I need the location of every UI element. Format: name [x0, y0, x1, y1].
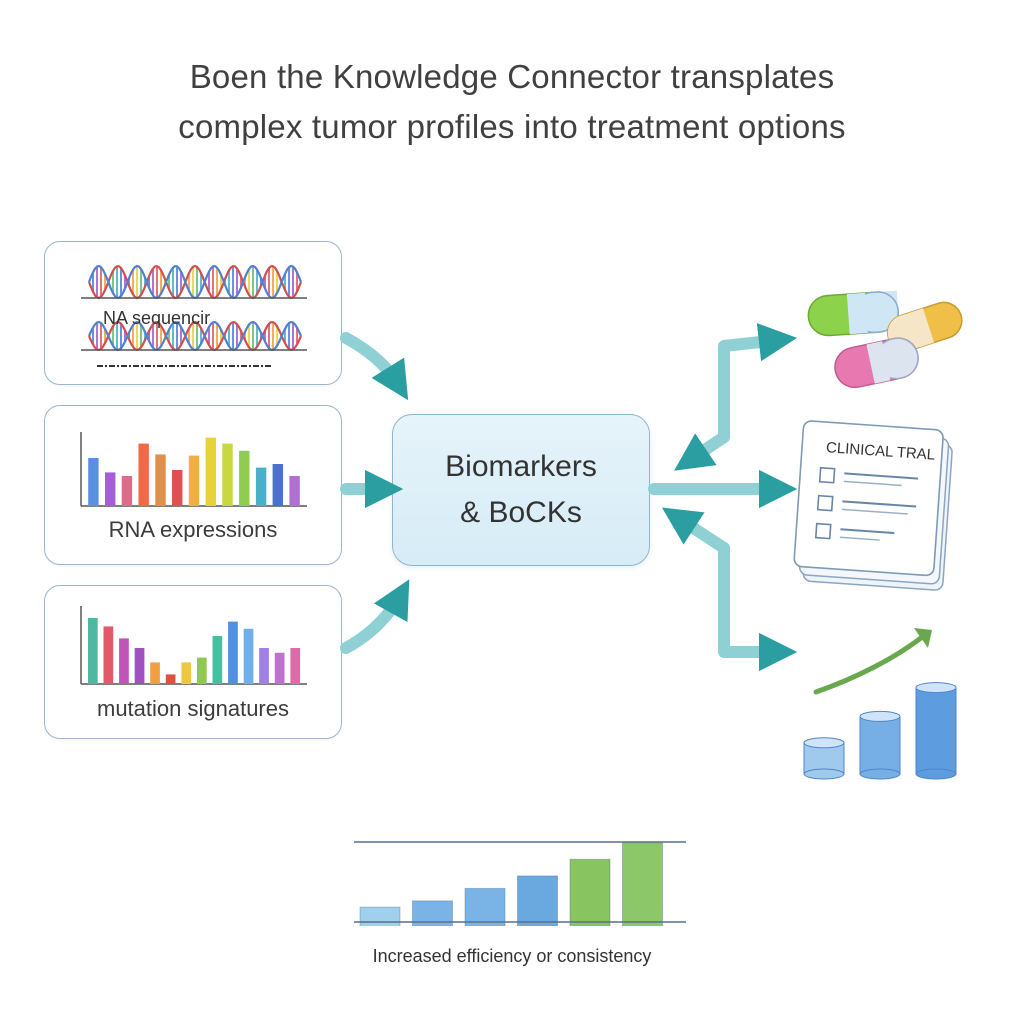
mutation-bar-2 — [103, 626, 114, 684]
efficiency-bar-chart — [354, 841, 686, 926]
rna-bar-2 — [105, 472, 116, 506]
rna-bar-3 — [121, 476, 133, 506]
trial-checkbox-2 — [816, 494, 834, 512]
clinical-trial-document-icon: CLINICAL TRAL — [793, 420, 953, 591]
efficiency-bars — [359, 842, 663, 926]
dna-helix-strand-bottom — [87, 320, 303, 352]
dna-helix-strand-top — [87, 264, 303, 300]
growth-bar-1 — [803, 737, 845, 780]
growth-bar-2 — [859, 710, 901, 780]
dna-sequencing-panel: NA sequencir — [44, 241, 342, 385]
efficiency-bar-5 — [569, 858, 611, 926]
capsule-pink — [834, 337, 919, 389]
rna-bar-chart-icon — [80, 432, 307, 507]
mutation-bar-10 — [228, 621, 238, 684]
mutation-bar-7 — [181, 662, 192, 684]
arrow-dna-to-hub — [340, 332, 409, 401]
arrow-growth-to-hub — [661, 507, 730, 554]
mutation-bars — [88, 618, 301, 684]
mutation-bar-6 — [165, 674, 176, 684]
mutation-bar-13 — [274, 652, 285, 684]
rna-bar-13 — [289, 476, 300, 506]
mutation-bar-5 — [150, 662, 160, 684]
mutation-bar-3 — [119, 638, 129, 684]
mutation-bar-9 — [212, 636, 223, 684]
rna-bar-11 — [255, 467, 267, 506]
rna-expressions-panel: RNA expressions — [44, 405, 342, 565]
hub-line-1: Biomarkers — [445, 450, 597, 483]
rna-bar-10 — [239, 450, 250, 506]
rna-expressions-label: RNA expressions — [108, 517, 278, 542]
rna-bar-6 — [172, 470, 183, 506]
growth-bars — [803, 682, 957, 780]
dna-helix-icon: NA sequencir — [81, 264, 307, 367]
efficiency-bar-3 — [464, 887, 506, 926]
rna-bar-12 — [272, 464, 283, 506]
diagram-title-line-1: Boen the Knowledge Connector transplates — [189, 58, 835, 95]
pill-capsules-icon — [807, 290, 963, 389]
trial-checkbox-3 — [814, 522, 832, 540]
mutation-bar-12 — [259, 648, 269, 684]
trial-checkbox-1 — [818, 466, 836, 484]
rna-bars — [88, 437, 300, 506]
rna-bar-1 — [88, 458, 99, 506]
efficiency-bar-6 — [622, 842, 663, 926]
mutation-signatures-label: mutation signatures — [97, 696, 289, 721]
rna-bar-4 — [138, 443, 149, 506]
rna-bar-8 — [205, 437, 216, 506]
dna-sequencing-label: NA sequencir — [103, 308, 210, 328]
biomarkers-hub: Biomarkers & BoCKs — [392, 414, 650, 566]
arrow-hub-to-drugs — [718, 323, 798, 443]
efficiency-chart-label: Increased efficiency or consistency — [372, 946, 652, 966]
efficiency-bar-1 — [359, 906, 401, 926]
hub-line-2: & BoCKs — [460, 496, 582, 529]
rna-bar-5 — [155, 454, 166, 506]
mutation-bar-chart-icon — [80, 606, 307, 685]
growth-bar-3 — [915, 682, 957, 780]
efficiency-bar-4 — [517, 875, 558, 926]
rna-bar-7 — [188, 455, 200, 506]
mutation-bar-4 — [134, 648, 145, 684]
mutation-bar-14 — [290, 648, 301, 684]
capsule-green — [807, 290, 900, 337]
mutation-signatures-panel: mutation signatures — [44, 585, 342, 739]
arrow-mutation-to-hub — [340, 579, 410, 654]
growth-bar-chart-icon — [803, 628, 957, 780]
mutation-bar-11 — [243, 628, 254, 684]
mutation-bar-1 — [88, 618, 98, 684]
diagram-title-line-2: complex tumor profiles into treatment op… — [178, 108, 846, 145]
growth-arrowhead — [914, 628, 932, 648]
arrow-drugs-to-hub — [674, 431, 730, 471]
growth-trend-arrow — [813, 631, 929, 695]
rna-bar-9 — [222, 443, 233, 506]
arrow-hub-to-growth — [718, 542, 798, 672]
mutation-bar-8 — [197, 657, 207, 684]
